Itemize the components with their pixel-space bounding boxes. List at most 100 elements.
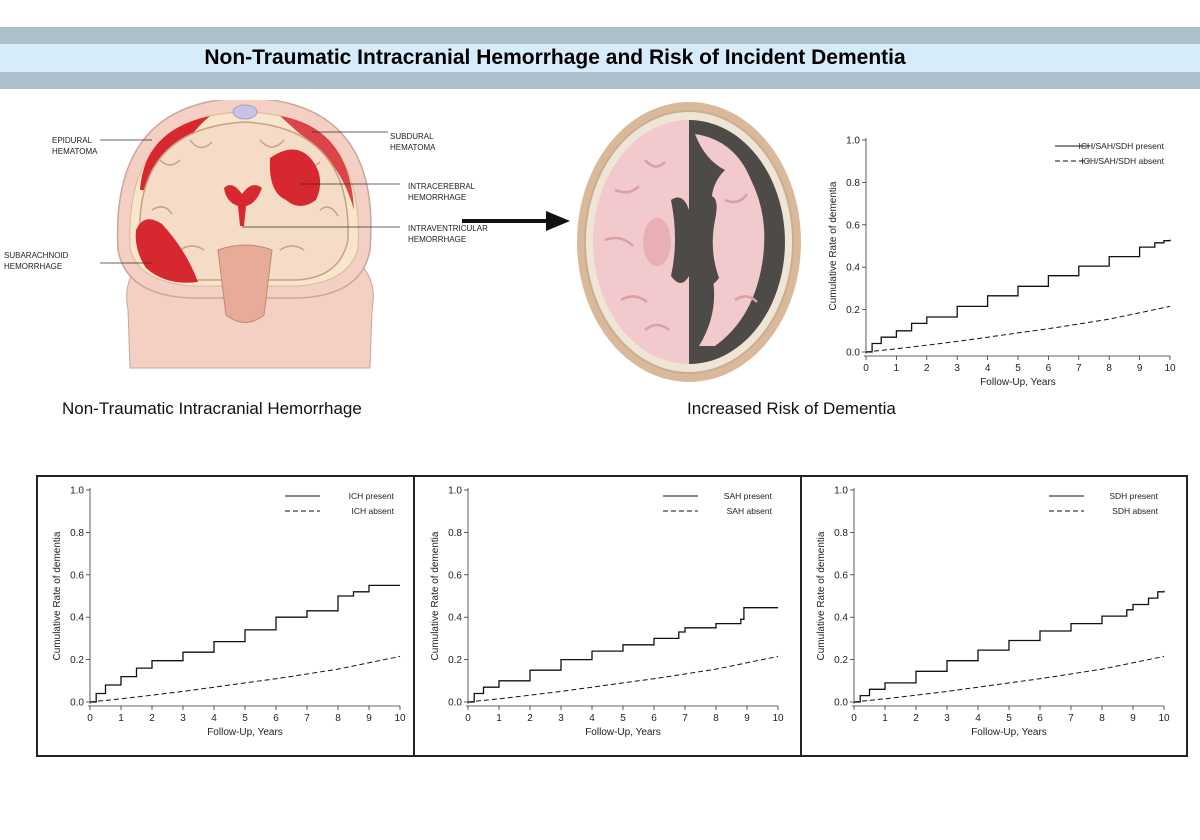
x-tick-label: 6 bbox=[1037, 713, 1043, 724]
label-subdural-hematoma: SUBDURAL HEMATOMA bbox=[390, 132, 436, 152]
y-tick-label: 0.0 bbox=[834, 698, 848, 709]
legend-entry: SAH absent bbox=[727, 506, 773, 516]
y-tick-label: 0.8 bbox=[448, 528, 462, 539]
x-axis-label: Follow-Up, Years bbox=[971, 727, 1047, 738]
axial-ventricles bbox=[671, 195, 719, 286]
axial-gyri bbox=[604, 159, 758, 331]
x-axis-label: Follow-Up, Years bbox=[207, 727, 283, 738]
series-line-dashed bbox=[865, 305, 1171, 353]
label-epidural-hematoma: EPIDURAL HEMATOMA bbox=[52, 136, 98, 156]
x-tick-label: 8 bbox=[1099, 713, 1105, 724]
x-tick-label: 7 bbox=[1068, 713, 1074, 724]
y-tick-label: 0.0 bbox=[448, 698, 462, 709]
x-tick-label: 2 bbox=[924, 363, 930, 374]
y-tick-label: 0.8 bbox=[846, 178, 860, 189]
y-tick-label: 0.4 bbox=[70, 613, 84, 624]
intracerebral-hemorrhage bbox=[269, 149, 321, 206]
arrow-icon bbox=[462, 211, 570, 231]
x-tick-label: 7 bbox=[304, 713, 310, 724]
y-tick-label: 0.6 bbox=[70, 570, 84, 581]
x-tick-label: 5 bbox=[242, 713, 248, 724]
legend-entry: SAH present bbox=[724, 491, 773, 501]
intraventricular-hemorrhage bbox=[224, 185, 262, 226]
y-tick-label: 0.6 bbox=[846, 220, 860, 231]
x-tick-label: 10 bbox=[1158, 713, 1170, 724]
title-banner: Non-Traumatic Intracranial Hemorrhage an… bbox=[0, 27, 1200, 89]
x-tick-label: 3 bbox=[558, 713, 564, 724]
legend-entry: SDH present bbox=[1109, 491, 1158, 501]
x-tick-label: 9 bbox=[1137, 363, 1143, 374]
x-tick-label: 0 bbox=[851, 713, 857, 724]
series-line-solid bbox=[854, 590, 1165, 703]
legend-entry: SDH absent bbox=[1112, 506, 1158, 516]
y-axis-label: Cumulative Rate of dementia bbox=[828, 181, 839, 310]
x-tick-label: 10 bbox=[1164, 363, 1176, 374]
y-tick-label: 0.2 bbox=[846, 305, 860, 316]
y-tick-label: 1.0 bbox=[834, 486, 848, 497]
x-tick-label: 4 bbox=[589, 713, 595, 724]
caption-dementia-risk: Increased Risk of Dementia bbox=[687, 399, 896, 418]
y-tick-label: 0.4 bbox=[448, 613, 462, 624]
banner-inner-band bbox=[0, 44, 1200, 72]
x-axis-label: Follow-Up, Years bbox=[980, 377, 1056, 388]
subdural-hematoma bbox=[280, 116, 354, 210]
x-tick-label: 0 bbox=[465, 713, 471, 724]
y-tick-label: 1.0 bbox=[448, 486, 462, 497]
subgroup-panel-frame bbox=[36, 475, 1188, 757]
sagittal-sinus bbox=[232, 104, 258, 120]
x-tick-label: 3 bbox=[954, 363, 960, 374]
y-tick-label: 0.0 bbox=[70, 698, 84, 709]
y-tick-label: 0.8 bbox=[70, 528, 84, 539]
label-intracerebral-hemorrhage: INTRACEREBRAL HEMORRHAGE bbox=[408, 182, 476, 202]
x-tick-label: 8 bbox=[713, 713, 719, 724]
x-tick-label: 3 bbox=[180, 713, 186, 724]
x-tick-label: 6 bbox=[651, 713, 657, 724]
axial-brain-illustration bbox=[577, 102, 801, 382]
x-tick-label: 7 bbox=[682, 713, 688, 724]
y-axis-label: Cumulative Rate of dementia bbox=[816, 531, 827, 660]
y-tick-label: 0.6 bbox=[448, 570, 462, 581]
x-tick-label: 1 bbox=[894, 363, 900, 374]
x-tick-label: 10 bbox=[394, 713, 406, 724]
axial-basal-ganglia bbox=[643, 218, 671, 266]
y-tick-label: 0.4 bbox=[846, 263, 860, 274]
legend-entry: ICH/SAH/SDH present bbox=[1079, 141, 1165, 151]
series-line-solid bbox=[866, 239, 1171, 353]
series-line-dashed bbox=[853, 655, 1165, 703]
x-tick-label: 1 bbox=[496, 713, 502, 724]
caption-hemorrhage: Non-Traumatic Intracranial Hemorrhage bbox=[62, 399, 362, 418]
y-axis-label: Cumulative Rate of dementia bbox=[52, 531, 63, 660]
x-tick-label: 5 bbox=[1006, 713, 1012, 724]
y-tick-label: 0.0 bbox=[846, 348, 860, 359]
legend-entry: ICH present bbox=[349, 491, 395, 501]
y-tick-label: 0.8 bbox=[834, 528, 848, 539]
x-tick-label: 0 bbox=[863, 363, 869, 374]
x-tick-label: 4 bbox=[975, 713, 981, 724]
y-tick-label: 0.2 bbox=[834, 655, 848, 666]
x-tick-label: 9 bbox=[744, 713, 750, 724]
y-tick-label: 1.0 bbox=[70, 486, 84, 497]
x-tick-label: 2 bbox=[149, 713, 155, 724]
label-subarachnoid-hemorrhage: SUBARACHNOID HEMORRHAGE bbox=[4, 251, 69, 271]
x-tick-label: 6 bbox=[1046, 363, 1052, 374]
x-tick-label: 5 bbox=[1015, 363, 1021, 374]
x-tick-label: 8 bbox=[335, 713, 341, 724]
panel-divider-2 bbox=[800, 475, 802, 757]
x-tick-label: 9 bbox=[366, 713, 372, 724]
x-tick-label: 7 bbox=[1076, 363, 1082, 374]
x-tick-label: 1 bbox=[882, 713, 888, 724]
series-line-solid bbox=[90, 584, 400, 703]
page-title: Non-Traumatic Intracranial Hemorrhage an… bbox=[204, 46, 906, 69]
series-line-dashed bbox=[89, 655, 401, 703]
x-tick-label: 10 bbox=[772, 713, 784, 724]
x-tick-label: 0 bbox=[87, 713, 93, 724]
x-tick-label: 3 bbox=[944, 713, 950, 724]
x-tick-label: 2 bbox=[913, 713, 919, 724]
x-tick-label: 4 bbox=[985, 363, 991, 374]
y-tick-label: 1.0 bbox=[846, 136, 860, 147]
coronal-brain-illustration bbox=[100, 100, 400, 369]
x-tick-label: 5 bbox=[620, 713, 626, 724]
